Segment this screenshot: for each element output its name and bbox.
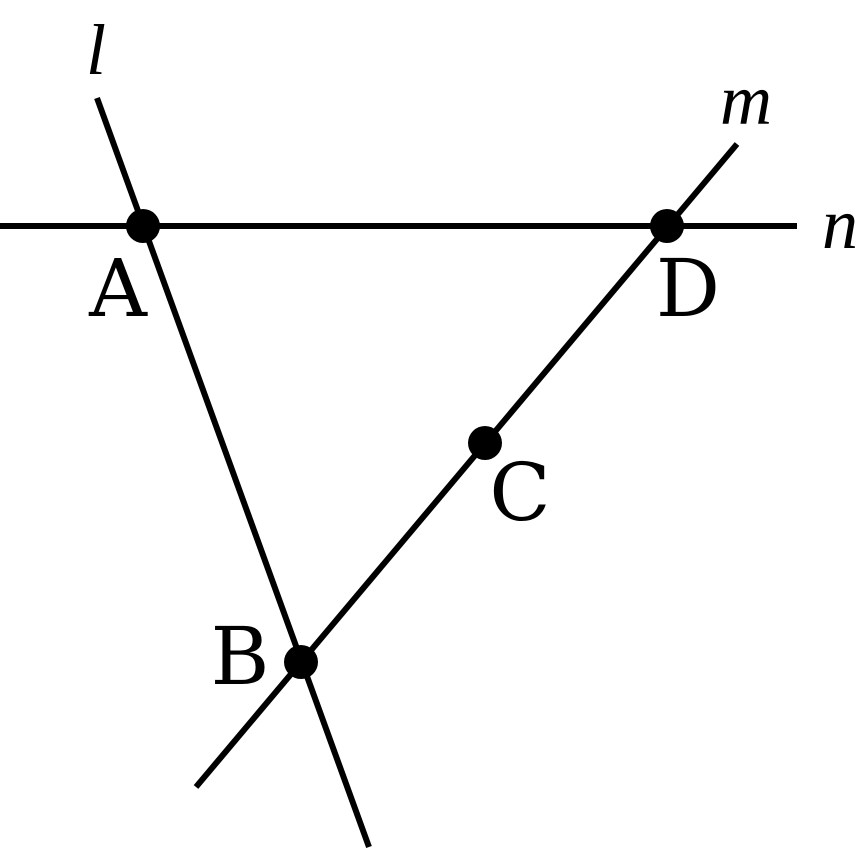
point-c — [468, 426, 502, 460]
point-label-c: C — [489, 446, 550, 539]
line-label-n: n — [822, 184, 858, 264]
point-d — [650, 209, 684, 243]
point-label-d: D — [656, 242, 720, 335]
point-label-a: A — [88, 242, 148, 335]
line-m — [193, 142, 740, 789]
line-label-m: m — [720, 60, 772, 140]
line-label-l: l — [86, 10, 106, 90]
point-b — [284, 645, 318, 679]
point-label-b: B — [211, 610, 270, 703]
point-a — [126, 209, 160, 243]
